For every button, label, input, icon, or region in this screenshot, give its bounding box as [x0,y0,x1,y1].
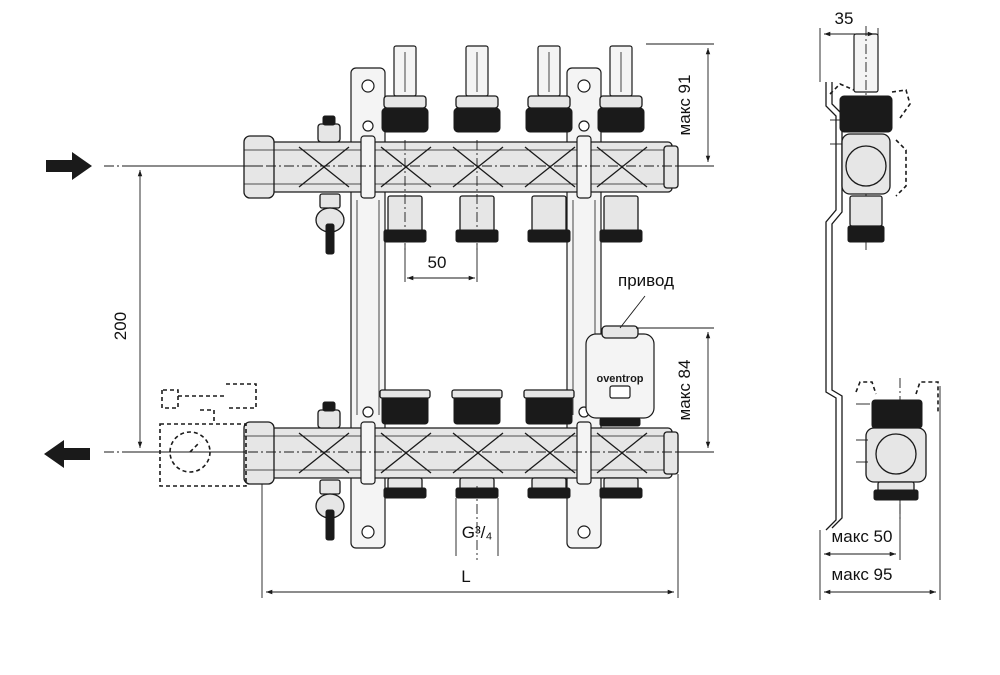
flow-meter-4 [597,45,645,243]
flow-meter-1 [381,45,429,243]
dimension-max84: макс 84 [636,327,714,453]
actuator-label: привод [618,271,674,290]
dimension-max95-label: макс 95 [832,565,893,584]
dimension-200-label: 200 [111,312,130,340]
arrow-right-icon [46,152,92,180]
dimension-max50-label: макс 50 [832,527,893,546]
arrow-left-icon [44,440,90,468]
thread-label: G³/₄ [462,523,493,542]
dimension-max91-label: макс 91 [675,75,694,136]
actuator-callout: привод [618,271,674,329]
dimension-L-label: L [461,567,470,586]
dimension-35-label: 35 [835,9,854,28]
dimension-max84-label: макс 84 [675,360,694,421]
dimension-max95: макс 95 [824,386,941,600]
dimension-50-label: 50 [428,253,447,272]
flow-meter-3 [525,45,573,243]
ball-valve-optional [159,383,257,487]
side-view [825,26,939,531]
dimension-35: 35 [819,9,879,82]
actuator-brand-label: oventrop [596,373,643,385]
thread-dimension: G³/₄ [455,498,499,556]
dimension-max91: макс 91 [646,43,714,167]
actuator: oventrop [585,325,655,427]
supply-manifold [243,115,679,255]
dimension-max50: макс 50 [819,500,901,600]
dimension-50: 50 [404,244,478,282]
dimension-200: 200 [111,165,262,453]
return-manifold [243,401,679,541]
dimension-L: L [261,474,679,598]
